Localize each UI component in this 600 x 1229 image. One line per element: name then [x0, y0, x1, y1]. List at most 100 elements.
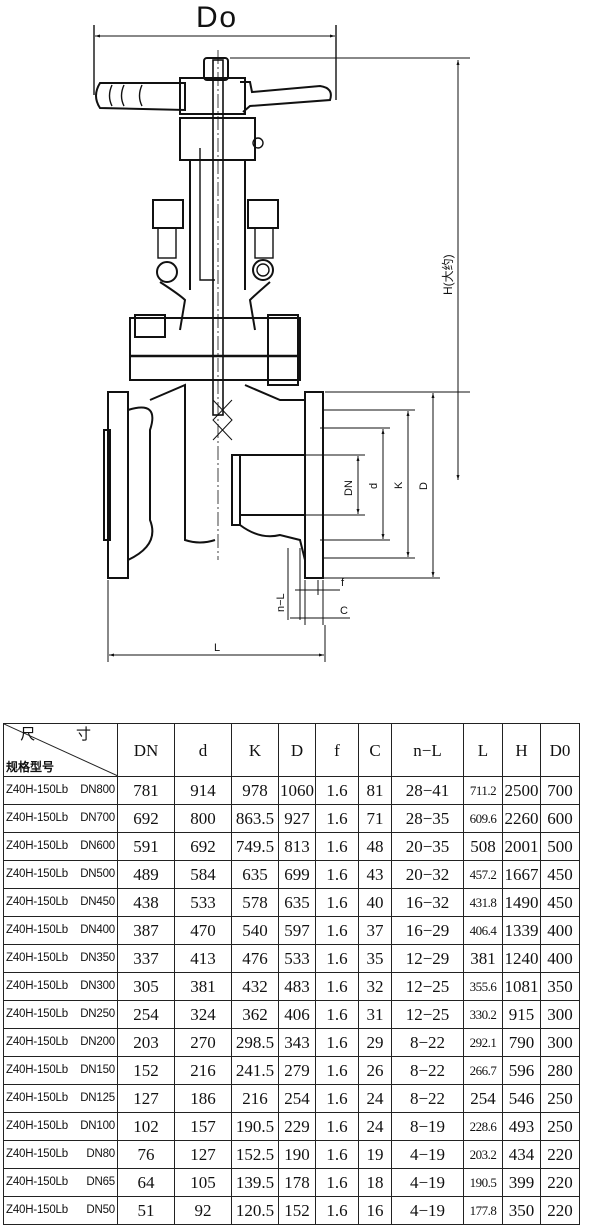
value-cell: 1.6: [315, 1112, 359, 1141]
value-cell: 2260: [502, 804, 541, 833]
value-cell: 1.6: [315, 1140, 359, 1169]
value-cell: 20−35: [391, 832, 464, 861]
value-cell: 457.2: [463, 860, 503, 889]
value-cell: 600: [540, 804, 580, 833]
value-cell: 4−19: [391, 1168, 464, 1197]
value-cell: 279: [278, 1056, 316, 1085]
value-cell: 1.6: [315, 860, 359, 889]
value-cell: 254: [117, 1000, 175, 1029]
column-header-7: L: [463, 723, 503, 777]
value-cell: 692: [117, 804, 175, 833]
value-cell: 800: [174, 804, 232, 833]
corner-header: 尺 寸 规格型号: [3, 723, 118, 777]
value-cell: 220: [540, 1140, 580, 1169]
model-name: Z40H-150Lb: [6, 924, 68, 936]
value-cell: 483: [278, 972, 316, 1001]
value-cell: 431.8: [463, 888, 503, 917]
model-size: DN400: [80, 924, 115, 936]
value-cell: 508: [463, 832, 503, 861]
value-cell: 597: [278, 916, 316, 945]
value-cell: 1.6: [315, 972, 359, 1001]
value-cell: 533: [278, 944, 316, 973]
value-cell: 915: [502, 1000, 541, 1029]
value-cell: 1.6: [315, 1196, 359, 1225]
value-cell: 489: [117, 860, 175, 889]
value-cell: 863.5: [231, 804, 279, 833]
model-size: DN450: [80, 896, 115, 908]
model-name: Z40H-150Lb: [6, 896, 68, 908]
value-cell: 350: [540, 972, 580, 1001]
value-cell: 1060: [278, 776, 316, 805]
model-name: Z40H-150Lb: [6, 784, 68, 796]
model-name: Z40H-150Lb: [6, 812, 68, 824]
model-cell: Z40H-150Lb DN400: [3, 916, 118, 945]
value-cell: 813: [278, 832, 316, 861]
label-dn: DN: [343, 480, 355, 496]
value-cell: 29: [358, 1028, 392, 1057]
value-cell: 250: [540, 1112, 580, 1141]
value-cell: 105: [174, 1168, 232, 1197]
value-cell: 18: [358, 1168, 392, 1197]
value-cell: 8−22: [391, 1056, 464, 1085]
label-do: Do: [196, 1, 236, 34]
label-h: H(大约): [440, 254, 455, 295]
label-k: K: [393, 481, 405, 489]
value-cell: 35: [358, 944, 392, 973]
value-cell: 1081: [502, 972, 541, 1001]
value-cell: 190.5: [463, 1168, 503, 1197]
value-cell: 12−25: [391, 972, 464, 1001]
value-cell: 914: [174, 776, 232, 805]
value-cell: 476: [231, 944, 279, 973]
value-cell: 266.7: [463, 1056, 503, 1085]
value-cell: 152: [117, 1056, 175, 1085]
value-cell: 350: [502, 1196, 541, 1225]
column-header-9: D0: [540, 723, 580, 777]
value-cell: 399: [502, 1168, 541, 1197]
model-name: Z40H-150Lb: [6, 1148, 68, 1160]
model-size: DN800: [80, 784, 115, 796]
value-cell: 190: [278, 1140, 316, 1169]
value-cell: 216: [231, 1084, 279, 1113]
value-cell: 692: [174, 832, 232, 861]
model-size: DN250: [80, 1008, 115, 1020]
model-name: Z40H-150Lb: [6, 868, 68, 880]
value-cell: 781: [117, 776, 175, 805]
value-cell: 413: [174, 944, 232, 973]
value-cell: 1.6: [315, 1000, 359, 1029]
value-cell: 31: [358, 1000, 392, 1029]
value-cell: 186: [174, 1084, 232, 1113]
value-cell: 540: [231, 916, 279, 945]
value-cell: 978: [231, 776, 279, 805]
value-cell: 300: [540, 1000, 580, 1029]
model-name: Z40H-150Lb: [6, 1008, 68, 1020]
value-cell: 1.6: [315, 916, 359, 945]
value-cell: 48: [358, 832, 392, 861]
value-cell: 1490: [502, 888, 541, 917]
value-cell: 216: [174, 1056, 232, 1085]
value-cell: 700: [540, 776, 580, 805]
value-cell: 76: [117, 1140, 175, 1169]
value-cell: 64: [117, 1168, 175, 1197]
value-cell: 1.6: [315, 944, 359, 973]
value-cell: 178: [278, 1168, 316, 1197]
value-cell: 280: [540, 1056, 580, 1085]
value-cell: 28−35: [391, 804, 464, 833]
value-cell: 790: [502, 1028, 541, 1057]
